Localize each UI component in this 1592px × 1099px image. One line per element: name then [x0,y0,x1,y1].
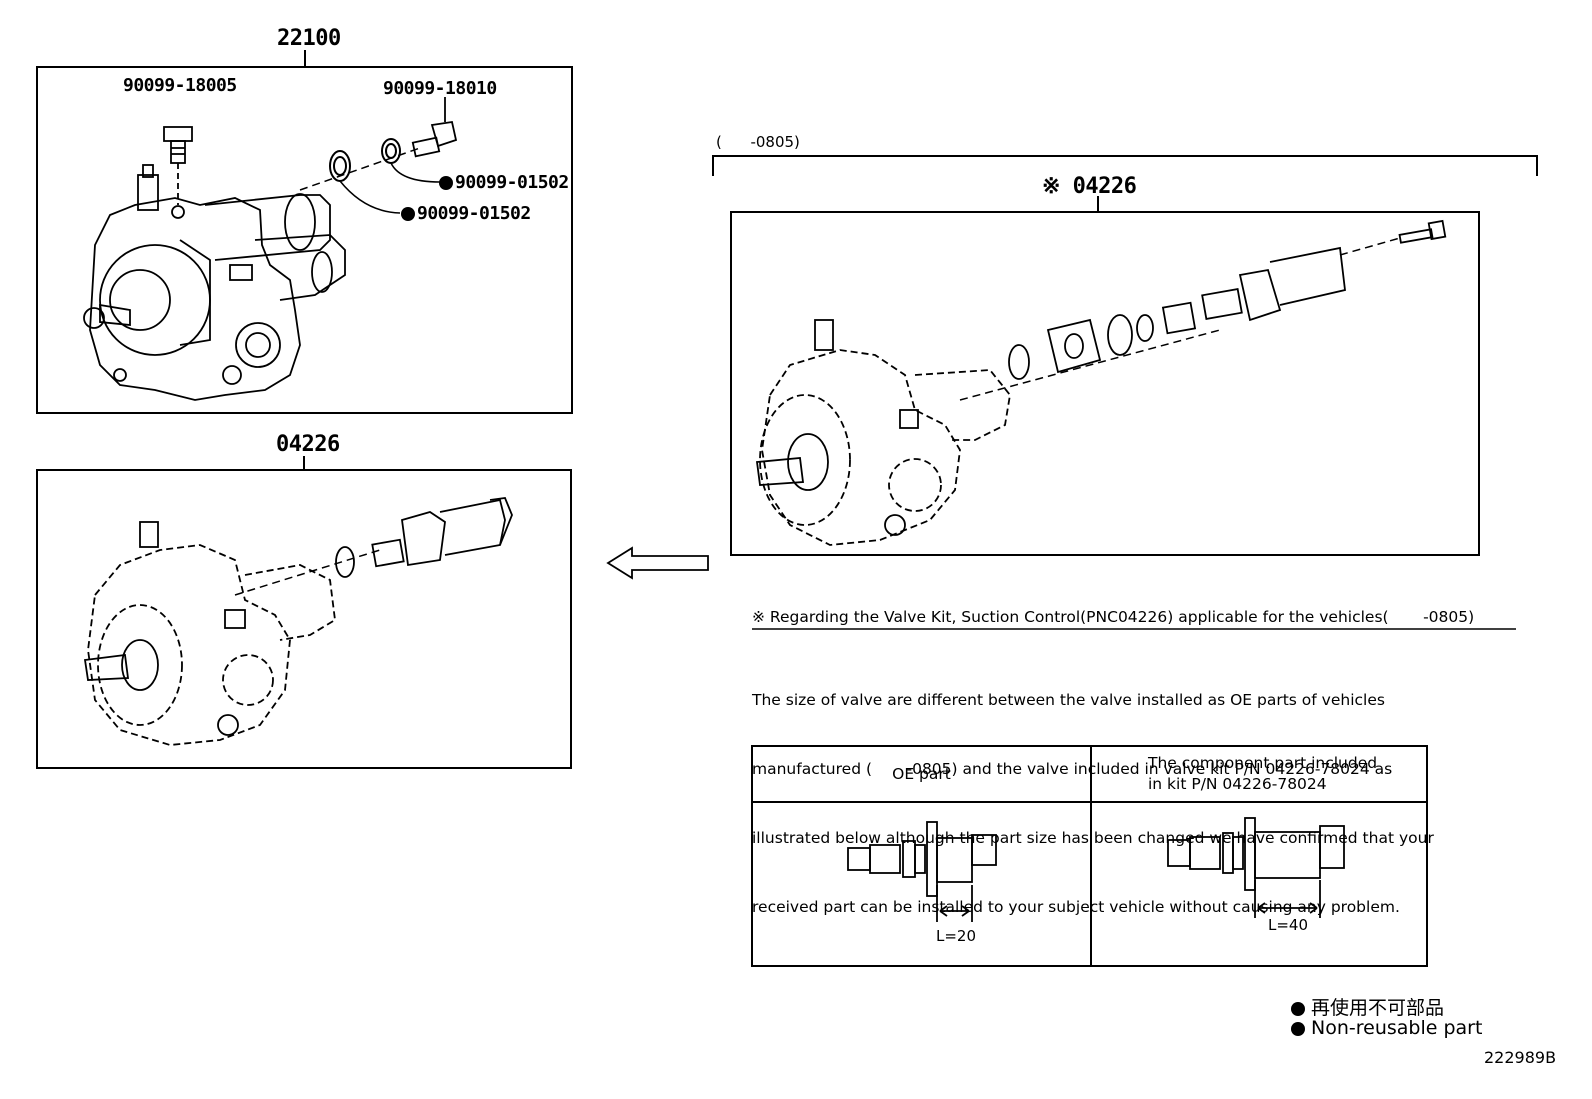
callout-washer-outer[interactable]: 90099-01502 [439,172,569,193]
header-kit-line2: in kit P/N 04226-78024 [1148,775,1327,793]
bolt-18010-drawing [411,97,458,158]
cell-oe-drawing [751,801,1092,967]
callout-bolt-18005[interactable]: 90099-18005 [123,75,237,96]
non-reusable-dot-icon [401,207,415,221]
bolt-right-drawing [1398,219,1447,244]
lower-assembly-part-number[interactable]: 04226 [276,432,340,457]
legend-en-text: Non-reusable part [1311,1017,1483,1039]
illustration-id: 222989B [1484,1048,1557,1067]
flange-plate-drawing [1046,318,1102,374]
suction-valve-right-drawing [1201,246,1346,322]
o-ring-right-3-drawing [1136,314,1154,342]
header-oe-part: OE part [751,745,1092,803]
non-reusable-dot-icon [1291,1021,1305,1036]
left-arrow-icon [606,546,709,580]
non-reusable-dot-icon [439,176,453,190]
main-assembly-frame [36,66,573,414]
o-ring-lower-drawing [335,546,355,578]
note-heading: ※ Regarding the Valve Kit, Suction Contr… [752,608,1475,626]
right-assembly-part-number[interactable]: ※ 04226 [1042,174,1137,199]
valve-insert-drawing [1161,301,1197,335]
suction-valve-lower-drawing [371,497,513,568]
lower-assembly-frame [36,469,572,769]
legend-en: Non-reusable part [1291,1017,1482,1039]
comparison-table: OE part The component part included in k… [751,745,1428,967]
header-kit-line1: The component part included [1148,754,1378,772]
date-range-label: ( -0805) [716,133,800,151]
kit-length-label: L=40 [1268,916,1309,934]
callout-bolt-18010[interactable]: 90099-18010 [383,78,497,99]
o-ring-right-1-drawing [1008,344,1030,380]
bolt-18005-drawing [163,126,193,205]
o-ring-right-2-drawing [1107,314,1133,356]
fuel-pump-right-drawing [759,349,1011,546]
legend-jp: 再使用不可部品 [1291,993,1444,1020]
legend-jp-text: 再使用不可部品 [1311,997,1445,1019]
washer-outer-drawing [381,138,401,164]
callout-washer-inner[interactable]: 90099-01502 [401,203,531,224]
date-range-bracket [712,155,1538,176]
note-line: The size of valve are different between … [752,691,1385,709]
fuel-pump-lower-drawing [87,544,336,746]
header-kit-part: The component part included in kit P/N 0… [1090,745,1428,803]
fuel-pump-main-drawing [83,164,346,401]
cell-kit-drawing [1090,801,1428,967]
oe-length-label: L=20 [936,927,977,945]
main-assembly-part-number[interactable]: 22100 [277,26,341,51]
non-reusable-dot-icon [1291,1001,1305,1016]
right-assembly-frame [730,211,1480,556]
